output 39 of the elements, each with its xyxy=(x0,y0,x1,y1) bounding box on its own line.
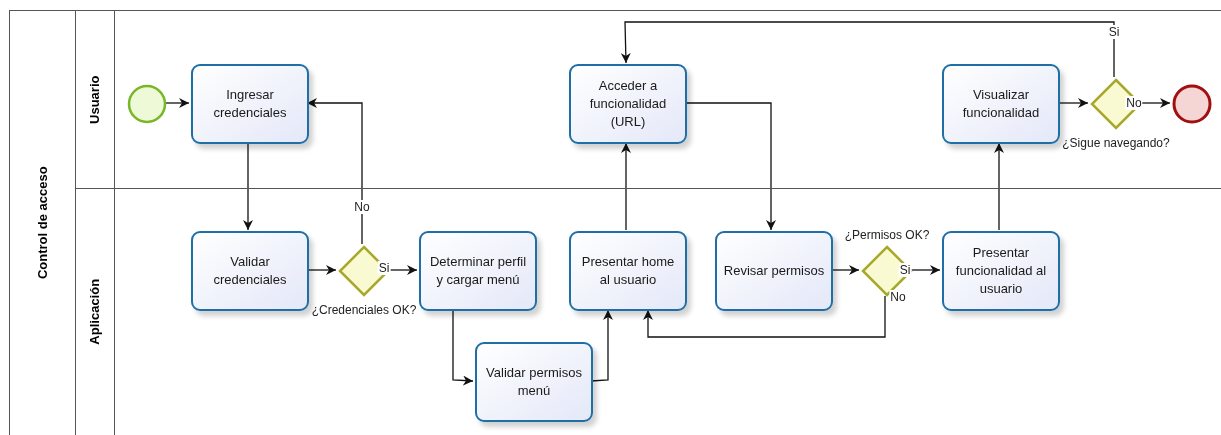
task-box xyxy=(715,231,833,311)
sequence-flow-arrow xyxy=(620,21,1115,78)
sequence-flow-arrow xyxy=(643,295,886,338)
task-label: Acceder a funcionalidad (URL) xyxy=(588,77,668,131)
sequence-flow-arrow xyxy=(243,142,253,231)
task-box xyxy=(475,342,593,422)
task-box xyxy=(569,64,687,144)
sequence-flow-arrow xyxy=(910,265,941,275)
sequence-flow-arrow xyxy=(452,309,474,386)
lane-title: Usuario xyxy=(86,75,104,124)
gateway-question: ¿Sigue navegando? xyxy=(1062,135,1170,152)
edge-label: No xyxy=(1125,96,1143,110)
task-label: Revisar permisos xyxy=(723,262,825,280)
task-label: Ingresar credenciales xyxy=(212,86,288,122)
task-label: Presentar funcionalidad al usuario xyxy=(954,244,1048,298)
task-box xyxy=(191,64,309,144)
gateway-question: ¿Credenciales OK? xyxy=(311,302,417,319)
lane-title: Aplicación xyxy=(86,279,104,345)
pool-title: Control de acceso xyxy=(33,166,51,280)
task-box xyxy=(191,231,309,311)
task-box xyxy=(419,231,537,311)
edge-label: No xyxy=(353,200,371,214)
edge-label: Si xyxy=(898,263,912,277)
task-box xyxy=(942,231,1060,311)
task-box xyxy=(569,231,687,311)
task-label: Validar credenciales xyxy=(212,253,288,289)
edge-label: No xyxy=(889,290,907,304)
task-label: Presentar home al usuario xyxy=(580,253,676,289)
task-box xyxy=(942,64,1060,144)
swimlane xyxy=(75,11,1221,189)
pool xyxy=(9,10,1221,435)
sequence-flow-arrow xyxy=(621,142,631,231)
task-label: Determinar perfil y cargar menú xyxy=(428,253,528,289)
task-label: Validar permisos menú xyxy=(485,364,583,400)
sequence-flow-arrow xyxy=(994,142,1004,231)
edge-label: Si xyxy=(1107,25,1121,39)
gateway-question: ¿Permisos OK? xyxy=(844,227,930,244)
edge-label: Si xyxy=(377,261,391,275)
task-label: Visualizar funcionalidad xyxy=(961,86,1041,122)
